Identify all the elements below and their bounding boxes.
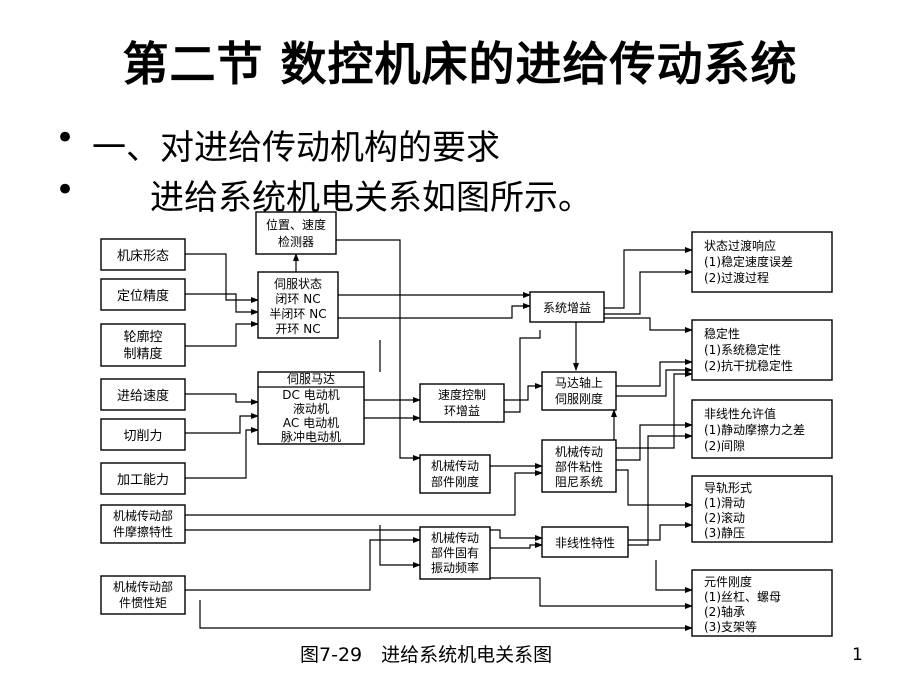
- box-label: 振动频率: [431, 560, 479, 575]
- output-label: (2)过渡过程: [704, 270, 769, 285]
- vibration-box: 机械传动 部件固有 振动频率: [419, 526, 491, 580]
- input-label: 件摩擦特性: [113, 524, 173, 539]
- box-label: 非线性特性: [555, 535, 615, 550]
- input-label: 切削力: [123, 429, 162, 444]
- box-label: 伺服状态: [274, 277, 322, 291]
- box-label: 部件粘性: [555, 459, 603, 474]
- box-label: 脉冲电动机: [281, 429, 341, 444]
- connector-lines: [185, 239, 693, 631]
- box-label: 环增益: [444, 404, 480, 418]
- output-label: 非线性允许值: [704, 406, 776, 421]
- figure-caption: 图7-29 进给系统机电关系图: [300, 644, 553, 666]
- input-box-jichuang: 机床形态: [100, 238, 186, 271]
- speed-control-box: 速度控制 环增益: [419, 383, 505, 423]
- input-label: 机床形态: [117, 249, 169, 264]
- input-box-jingei: 进给速度: [100, 378, 186, 411]
- viscous-damping-box: 机械传动 部件粘性 阻尼系统: [541, 439, 617, 493]
- input-box-mocha: 机械传动部 件摩擦特性: [100, 504, 186, 544]
- page-title: 第二节 数控机床的进给传动系统: [122, 37, 798, 91]
- output-label: (2)轴承: [704, 604, 745, 619]
- input-box-guanxing: 机械传动部 件惯性矩: [100, 575, 186, 615]
- input-label: 轮廓控: [123, 329, 162, 345]
- output-label: (2)滚动: [704, 510, 745, 525]
- input-label: 进给速度: [117, 388, 169, 404]
- box-label: 伺服刚度: [555, 391, 603, 406]
- box-label: 液动机: [293, 401, 329, 416]
- input-box-qiexiao: 切削力: [100, 418, 186, 451]
- page-number: 1: [852, 645, 863, 665]
- stiffness-box: 机械传动 部件刚度: [419, 454, 491, 494]
- output-label: (1)稳定速度误差: [704, 254, 793, 269]
- box-label: 阻尼系统: [555, 475, 603, 489]
- output-label: (1)静动摩擦力之差: [704, 422, 805, 437]
- box-label: 机械传动: [431, 458, 479, 473]
- input-label: 加工能力: [117, 473, 169, 488]
- box-label: DC 电动机: [282, 388, 339, 402]
- output-label: 稳定性: [704, 326, 740, 341]
- nonlinear-box: 非线性特性: [541, 526, 629, 558]
- box-label: 闭环 NC: [275, 292, 320, 306]
- box-label: 位置、速度: [266, 217, 326, 232]
- output-box-stability: 稳定性 (1)系统稳定性 (2)抗干扰稳定性: [691, 319, 833, 381]
- box-label: 检测器: [278, 234, 314, 249]
- box-label: 半闭环 NC: [269, 307, 326, 321]
- bullet-text-requirements: 一、对进给传动机构的要求: [92, 128, 500, 168]
- output-box-transient: 状态过渡响应 (1)稳定速度误差 (2)过渡过程: [691, 231, 833, 293]
- servo-motor-box: 伺服马达 DC 电动机 液动机 AC 电动机 脉冲电动机: [257, 371, 365, 445]
- output-label: (3)静压: [704, 526, 745, 540]
- box-label: 部件刚度: [431, 474, 479, 489]
- box-label: 机械传动: [431, 530, 479, 545]
- bullet-marker: •: [55, 118, 76, 158]
- output-label: 元件刚度: [704, 574, 752, 589]
- output-label: (1)丝杠、螺母: [704, 589, 781, 604]
- output-label: (1)系统稳定性: [704, 342, 781, 357]
- output-label: (2)抗干扰稳定性: [704, 358, 793, 373]
- system-gain-box: 系统增益: [529, 291, 605, 323]
- input-label: 制精度: [123, 346, 162, 362]
- box-label: 系统增益: [543, 301, 591, 315]
- input-label: 定位精度: [117, 288, 169, 304]
- bullet-marker: •: [55, 170, 76, 210]
- input-box-lunkuo: 轮廓控 制精度: [100, 323, 186, 367]
- box-label: 机械传动: [555, 444, 603, 459]
- box-label: 开环 NC: [275, 322, 320, 336]
- box-label: 马达轴上: [555, 375, 603, 390]
- input-label: 机械传动部: [113, 508, 173, 523]
- output-label: 状态过渡响应: [704, 238, 776, 253]
- box-label: 速度控制: [438, 387, 486, 402]
- output-box-nonlinear-allowance: 非线性允许值 (1)静动摩擦力之差 (2)间隙: [691, 399, 833, 459]
- motor-shaft-box: 马达轴上 伺服刚度: [541, 371, 617, 411]
- output-label: 导轨形式: [704, 481, 752, 495]
- output-box-guideway: 导轨形式 (1)滑动 (2)滚动 (3)静压: [691, 475, 833, 543]
- box-label: 伺服马达: [287, 372, 335, 386]
- output-label: (3)支架等: [704, 620, 757, 634]
- box-label: AC 电动机: [283, 416, 339, 430]
- output-label: (1)滑动: [704, 496, 745, 510]
- output-label: (2)间隙: [704, 439, 745, 453]
- input-box-dingwei: 定位精度: [100, 278, 186, 311]
- servo-state-box: 伺服状态 闭环 NC 半闭环 NC 开环 NC: [257, 271, 339, 339]
- box-label: 部件固有: [431, 545, 479, 560]
- input-label: 件惯性矩: [119, 595, 167, 610]
- detector-box: 位置、速度 检测器: [255, 211, 337, 255]
- input-label: 机械传动部: [113, 579, 173, 594]
- input-box-jiagong: 加工能力: [100, 462, 186, 495]
- output-box-component-stiffness: 元件刚度 (1)丝杠、螺母 (2)轴承 (3)支架等: [691, 569, 833, 637]
- bullet-text-relation: 进给系统机电关系如图所示。: [150, 178, 592, 218]
